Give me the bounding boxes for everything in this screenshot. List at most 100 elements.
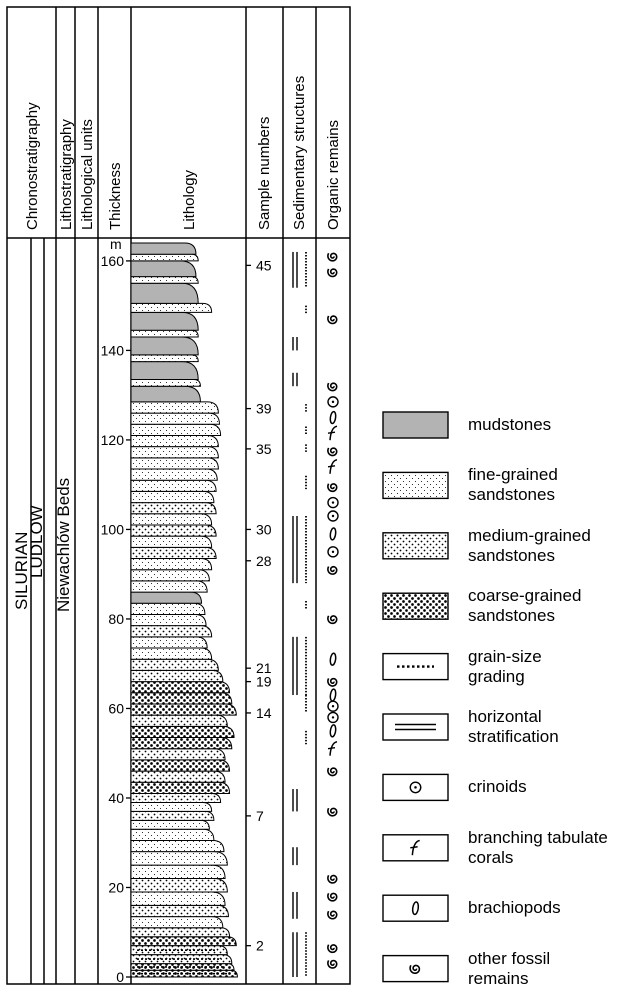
bed-fine — [130, 569, 210, 582]
sample-label: 19 — [256, 674, 272, 690]
bed-fine — [130, 839, 225, 853]
sample-label: 39 — [256, 401, 272, 417]
thickness-tick-label: 60 — [108, 700, 124, 716]
tabulate-symbol — [327, 425, 338, 441]
bed-fine — [130, 423, 222, 436]
sample-label: 2 — [256, 938, 264, 954]
bed-fine — [130, 513, 213, 526]
legend-label-coarse: coarse-grained sandstones — [468, 586, 582, 626]
bed-fine — [130, 535, 213, 548]
bed-medium — [130, 770, 226, 783]
bed-mud — [130, 311, 199, 331]
legend-label-horizontal: horizontal stratification — [468, 707, 559, 746]
sample-label: 28 — [256, 553, 272, 569]
bed-medium — [130, 904, 229, 918]
brachiopod-symbol — [329, 652, 337, 666]
bed-fine — [130, 329, 199, 338]
brachiopod-symbol — [329, 527, 337, 541]
other-symbol — [327, 615, 338, 625]
bed-fine — [130, 446, 219, 459]
header-lithostratigraphy: Lithostratigraphy — [58, 119, 75, 230]
bed-fine — [130, 558, 213, 571]
bed-medium — [130, 625, 213, 638]
legend-swatch-horizontal — [382, 713, 449, 741]
bed-medium — [130, 502, 217, 515]
other-symbol — [327, 767, 338, 777]
lithology-column — [130, 242, 238, 978]
legend-swatch-medium — [382, 532, 449, 560]
crinoid-symbol — [327, 546, 339, 558]
other-symbol — [327, 565, 338, 575]
thickness-tick-label: 140 — [101, 342, 125, 358]
brachiopod-symbol — [329, 688, 337, 702]
bed-mud — [130, 260, 197, 278]
bed-fine — [130, 354, 199, 363]
header-chronostratigraphy: Chronostratigraphy — [24, 102, 41, 230]
system-label: SILURIAN — [12, 532, 31, 610]
bed-coarse — [130, 781, 231, 794]
series-label: LUDLOW — [27, 505, 46, 578]
other-symbol — [327, 483, 338, 493]
bed-medium — [130, 810, 215, 821]
legend-swatch-brachiopod — [382, 894, 449, 922]
header-lithology: Lithology — [181, 169, 198, 230]
bed-fine — [130, 891, 226, 906]
other-symbol — [327, 874, 338, 884]
bed-medium — [130, 793, 222, 803]
thickness-unit-label: m — [110, 236, 122, 252]
legend-label-other: other fossil remains — [468, 948, 551, 988]
bed-medium — [130, 524, 217, 537]
column-headers: Chronostratigraphy Lithostratigraphy Lit… — [24, 76, 342, 230]
bed-medium — [130, 658, 219, 671]
bed-fine — [130, 851, 228, 866]
bed-fine — [130, 479, 217, 492]
legend-label-brachiopod: brachiopods — [468, 898, 561, 918]
bed-coarse — [130, 936, 237, 947]
sample-label: 45 — [256, 257, 272, 273]
header-lithological-units: Lithological units — [79, 119, 96, 230]
thickness-tick-label: 40 — [108, 790, 124, 806]
legend-swatch-tabulate — [382, 834, 449, 862]
bed-fine — [130, 401, 219, 414]
bed-fine — [130, 801, 213, 812]
bed-medium — [130, 546, 217, 560]
header-organic-remains: Organic remains — [325, 120, 342, 230]
crinoid-symbol — [327, 510, 339, 522]
header-sample-numbers: Sample numbers — [256, 117, 273, 230]
bed-fine — [130, 647, 213, 660]
bed-mud — [130, 336, 199, 356]
legend-label-fine: fine-grained sandstones — [468, 465, 558, 505]
sample-label: 30 — [256, 521, 272, 537]
bed-fine — [130, 819, 210, 830]
sample-label: 35 — [256, 441, 272, 457]
other-symbol — [327, 959, 338, 969]
formation-label: Niewachlów Beds — [54, 478, 73, 612]
other-symbol — [327, 382, 338, 392]
bed-mud — [130, 385, 201, 403]
legend-label-mud: mudstones — [468, 415, 552, 434]
bed-mud — [130, 361, 199, 381]
unit-label: K — [81, 0, 94, 4]
bed-medium — [130, 748, 226, 761]
other-symbol — [327, 892, 338, 902]
thickness-tick-label: 160 — [101, 253, 125, 269]
bed-medium — [130, 714, 228, 727]
other-symbol — [409, 964, 421, 975]
legend-swatch-other — [382, 954, 449, 983]
brachiopod-symbol — [329, 410, 337, 425]
bed-medium — [130, 927, 231, 938]
bed-fine — [130, 490, 215, 504]
sample-label: 7 — [256, 808, 264, 824]
sample-label: 21 — [256, 660, 272, 676]
bed-coarse — [130, 681, 231, 694]
bed-medium — [130, 669, 224, 683]
bed-mud — [130, 591, 203, 604]
bed-mud — [130, 242, 197, 255]
organic-remains-column — [327, 252, 339, 969]
lithological-units-layer: KL — [81, 0, 94, 4]
legend-swatch-grading — [382, 652, 449, 681]
bed-fine — [130, 613, 207, 627]
